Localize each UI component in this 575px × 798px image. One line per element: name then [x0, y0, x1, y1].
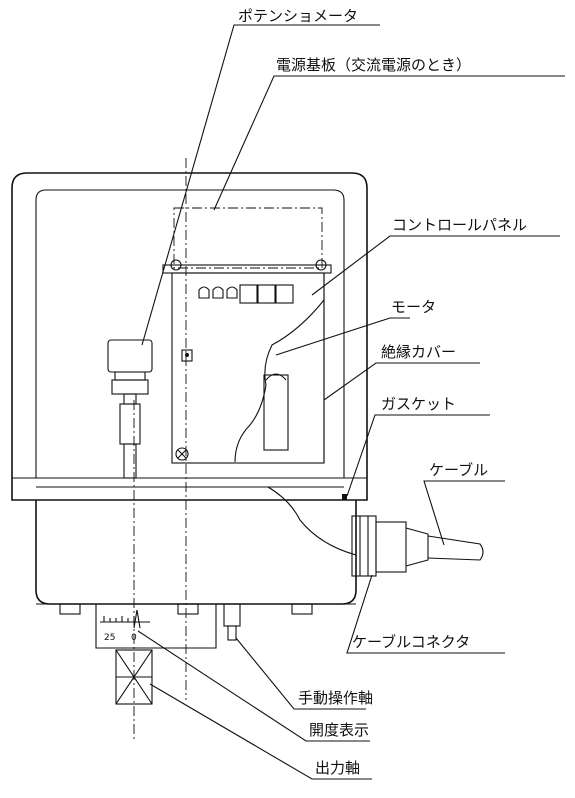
manual-operation-shaft: [223, 603, 241, 627]
screw-right: [315, 259, 327, 271]
indicator-housing: [95, 604, 217, 649]
power-board-outline: [173, 207, 323, 269]
terminal-2: [212, 286, 224, 299]
label-manual-shaft: 手動操作軸: [298, 689, 373, 707]
cable: [427, 535, 484, 561]
gasket: [342, 494, 347, 500]
top-cover-inner: [35, 189, 345, 478]
control-panel-body: [171, 272, 325, 464]
potentiometer-nut: [111, 379, 149, 395]
board-component: [181, 349, 193, 362]
terminal-3: [226, 286, 238, 299]
scale-value-25: 25: [104, 633, 115, 643]
motor-cutaway: [234, 299, 325, 463]
coupling: [119, 403, 141, 445]
label-cable: ケーブル: [429, 461, 488, 479]
leader-lines: [137, 24, 565, 780]
scale-ticks: [103, 616, 135, 622]
relay-2: [257, 284, 276, 304]
potentiometer-head: [107, 339, 153, 373]
label-opening-indicator: 開度表示: [309, 721, 369, 739]
label-cable-connector: ケーブルコネクタ: [352, 633, 470, 651]
scale-value-0: 0: [131, 633, 137, 643]
relay-3: [275, 284, 294, 304]
screw-left: [170, 259, 182, 271]
panel-screw-bottom: [175, 447, 189, 461]
base-body: [35, 500, 357, 605]
label-control-panel: コントロールパネル: [392, 216, 527, 234]
label-motor: モータ: [391, 298, 436, 316]
label-output-shaft: 出力軸: [315, 759, 360, 777]
manual-shaft-tip: [227, 625, 237, 641]
label-power-board: 電源基板（交流電源のとき）: [276, 56, 471, 74]
board-component-dot: [185, 353, 189, 357]
pointer: [133, 609, 141, 629]
potentiometer-shaft-lower: [123, 443, 137, 479]
panel-screw-x2: [177, 449, 187, 459]
gasket-cut: [267, 486, 357, 556]
cable-connector-nut: [375, 521, 407, 573]
motor-cap: [265, 373, 287, 381]
potentiometer-neck: [114, 371, 146, 381]
foot-3: [291, 603, 313, 615]
motor-body: [263, 374, 289, 451]
label-gasket: ガスケット: [381, 395, 456, 413]
top-cover-outer: [11, 172, 368, 501]
foot-1: [59, 603, 81, 615]
foot-2: [177, 603, 199, 615]
control-panel-top-plate: [162, 264, 332, 274]
relay-1: [239, 284, 258, 304]
terminal-1: [198, 286, 210, 299]
label-insulation-cover: 絶縁カバー: [381, 343, 456, 361]
cable-gland: [405, 527, 429, 567]
label-potentiometer: ポテンショメータ: [238, 7, 358, 25]
